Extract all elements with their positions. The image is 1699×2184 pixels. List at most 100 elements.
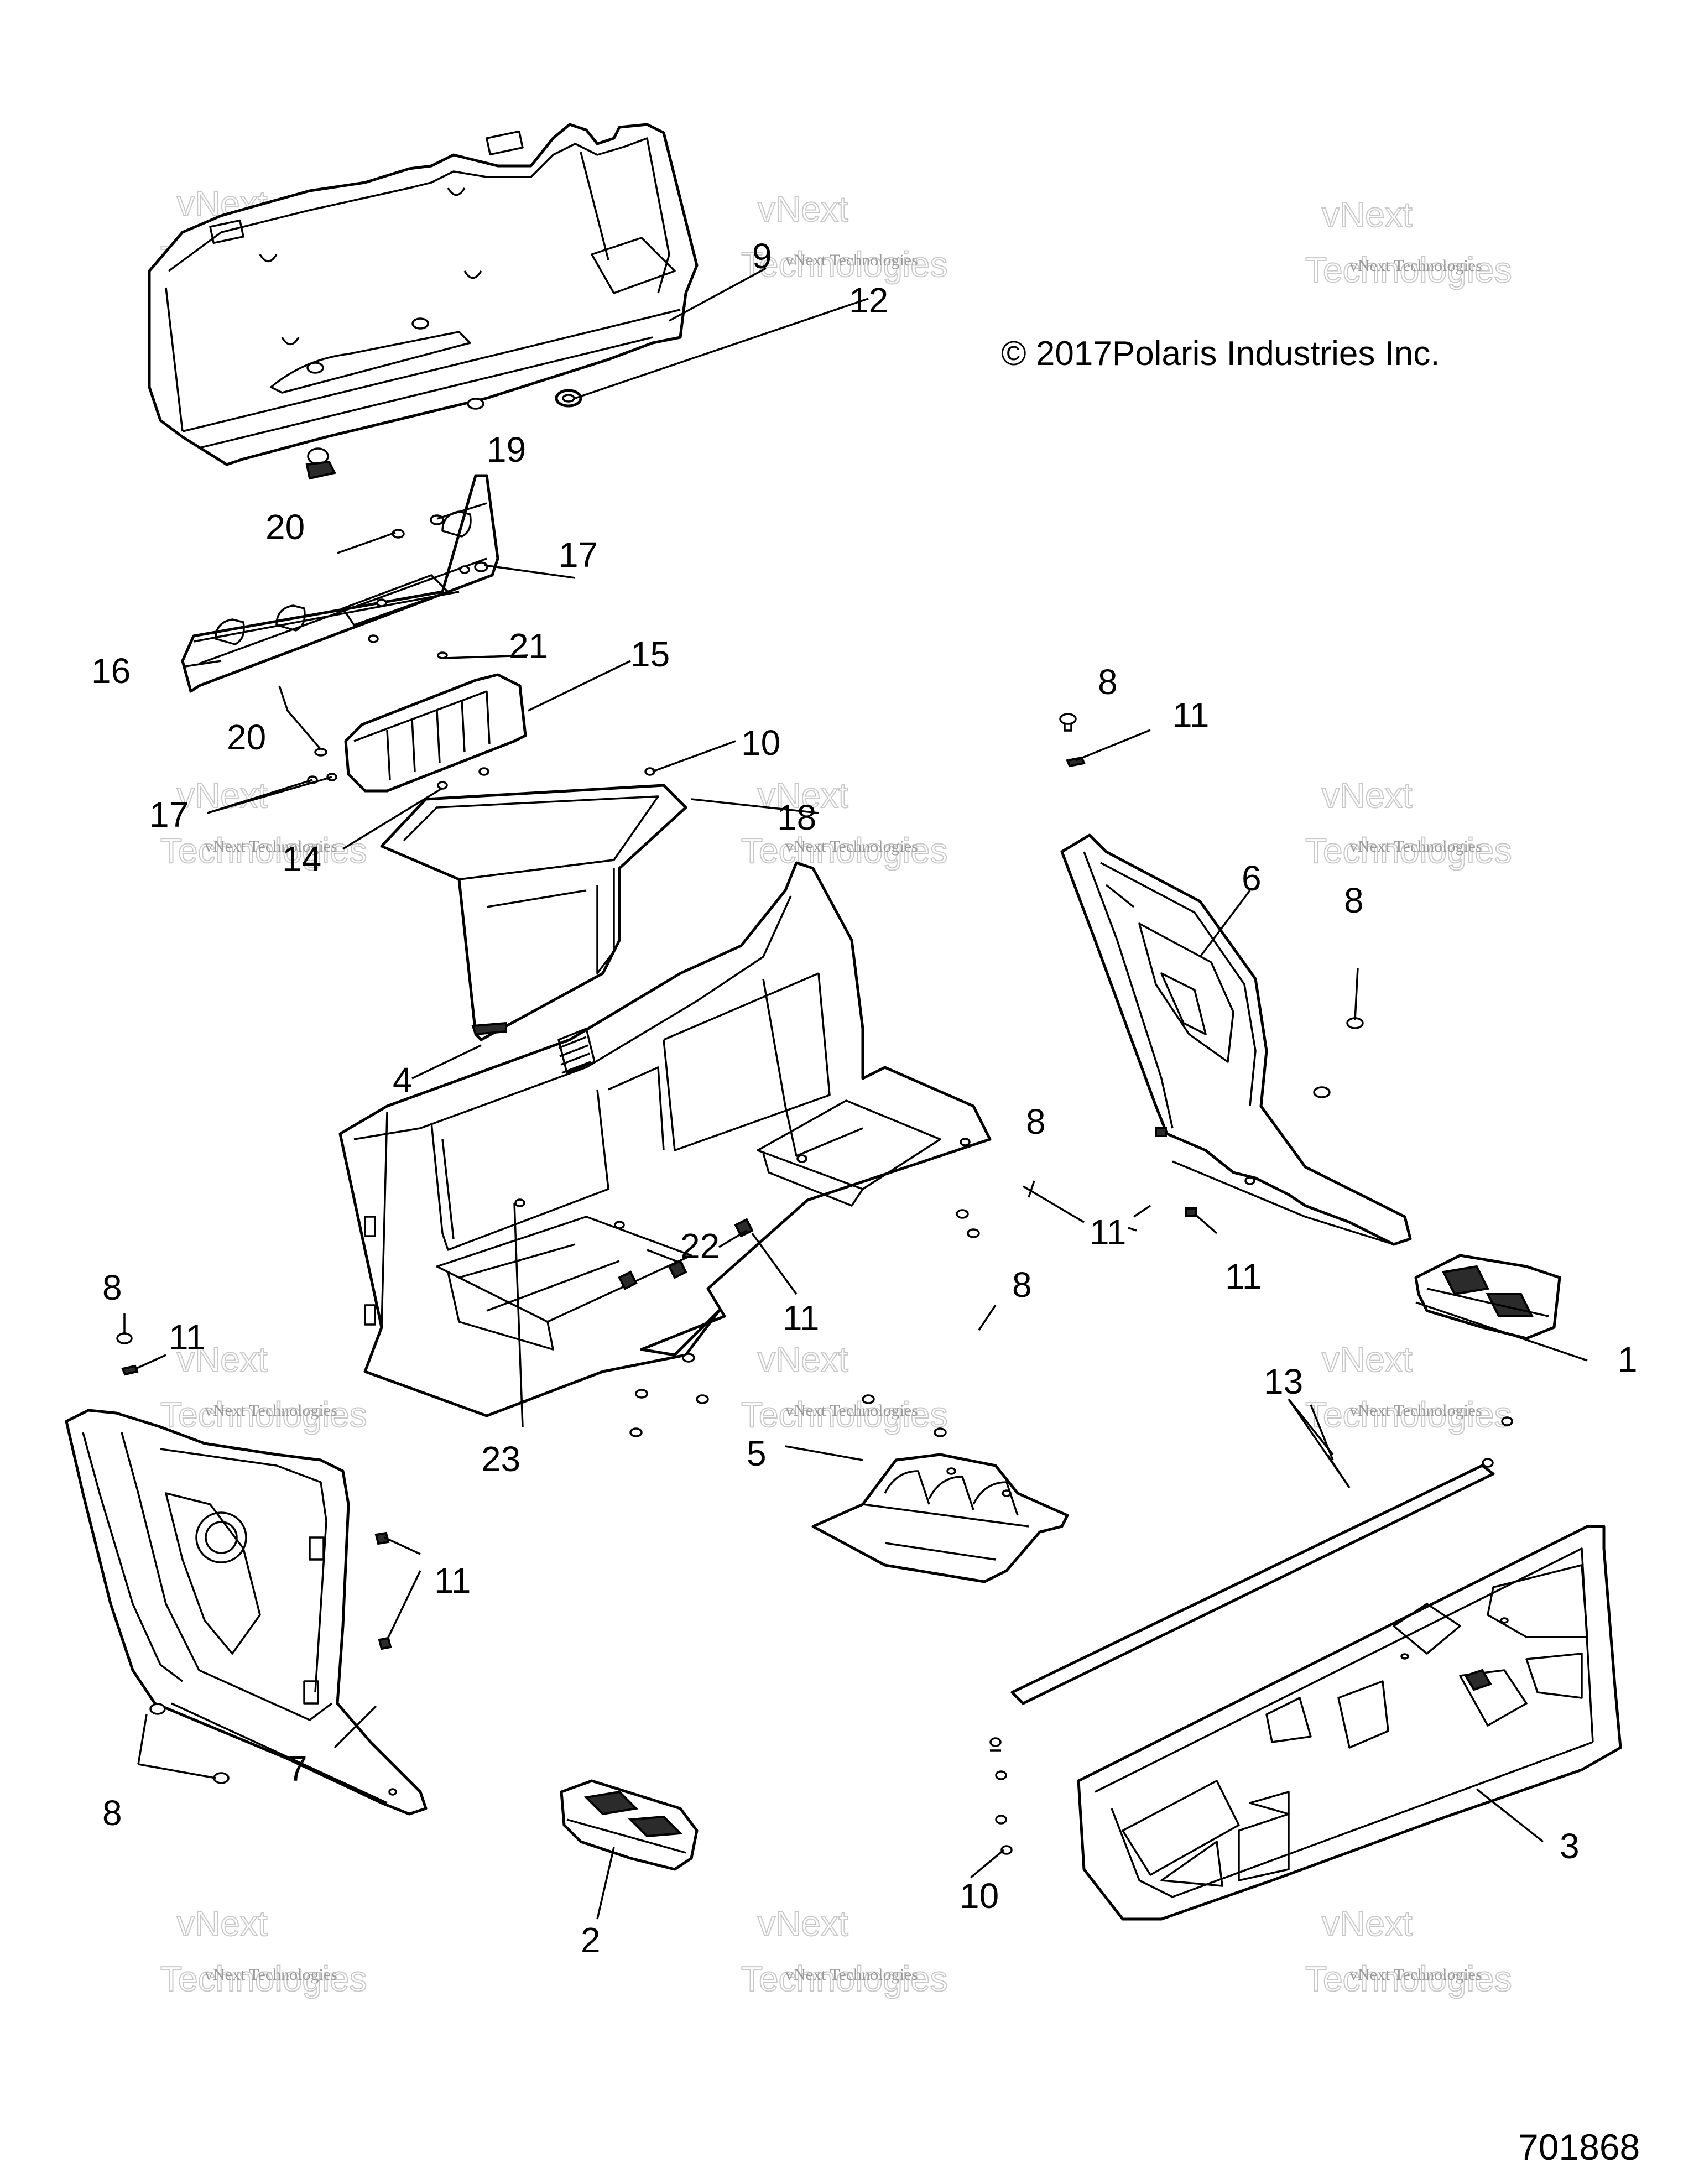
callout-8-c: 8 — [1026, 1102, 1046, 1141]
callout-15: 15 — [630, 634, 670, 674]
watermark-small: vNext Technologies — [1349, 1401, 1482, 1420]
watermark-large: Technologies — [1305, 831, 1512, 871]
watermark-small: vNext Technologies — [205, 1966, 337, 1984]
callout-10-a: 10 — [741, 723, 780, 763]
callout-8-a: 8 — [1098, 662, 1118, 702]
watermark: vNext Technologies vNext Technologies — [741, 1339, 948, 1435]
callout-19: 19 — [487, 430, 526, 470]
watermark: vNext Technologies vNext Technologies — [160, 1903, 368, 1999]
part-5-center-plate — [811, 1394, 1069, 1583]
watermark-large: Technologies — [1305, 250, 1512, 290]
watermark-large: Technologies — [741, 1395, 948, 1435]
part-16-storage-bracket — [181, 474, 499, 693]
callout-8-b: 8 — [1344, 880, 1364, 920]
part-7-fasteners — [116, 1332, 392, 1784]
watermark-large: Technologies — [160, 1395, 367, 1435]
watermark-large: Technologies — [160, 1959, 367, 1999]
callout-4: 4 — [393, 1060, 413, 1100]
watermark-large: Technologies — [741, 244, 948, 284]
part-15-cover — [307, 651, 527, 793]
watermark-vnext: vNext — [1322, 1904, 1413, 1943]
callout-13: 13 — [1264, 1362, 1303, 1401]
callout-11-a: 11 — [1172, 695, 1209, 735]
callout-17-b: 17 — [149, 795, 189, 835]
callout-23: 23 — [481, 1439, 520, 1479]
watermark: vNext Technologies vNext Technologies — [160, 1339, 368, 1435]
watermark-vnext: vNext — [177, 1904, 268, 1943]
watermark-vnext: vNext — [758, 189, 848, 229]
callout-16: 16 — [91, 651, 131, 691]
watermark-small: vNext Technologies — [1349, 837, 1482, 856]
part-2-footrest-left — [560, 1779, 699, 1871]
watermark-large: Technologies — [1305, 1395, 1512, 1435]
part-4-fasteners — [629, 1209, 980, 1437]
figure-number: 701868 — [1518, 2126, 1640, 2167]
leader-lines — [123, 267, 1588, 1920]
part-3-front-panel — [1077, 1525, 1622, 1921]
watermark-small: vNext Technologies — [1349, 1966, 1482, 1984]
part-1-footrest-right — [1414, 1254, 1561, 1340]
callout-11-f: 11 — [434, 1561, 471, 1601]
watermark-vnext: vNext — [758, 1339, 848, 1379]
part-6-right-side-panel — [1060, 833, 1412, 1246]
callout-18: 18 — [777, 798, 816, 837]
watermark-small: vNext Technologies — [785, 837, 918, 856]
watermark: vNext Technologies vNext Technologies — [160, 775, 368, 871]
callout-20-a: 20 — [265, 507, 305, 547]
callout-9: 9 — [752, 236, 772, 276]
callout-2: 2 — [581, 1920, 601, 1960]
watermark-small: vNext Technologies — [785, 251, 918, 269]
callout-labels: 1 2 3 4 5 6 7 8 8 8 8 8 8 9 10 10 11 11 … — [91, 236, 1638, 1960]
callout-11-c: 11 — [1225, 1257, 1262, 1296]
callout-21: 21 — [509, 626, 548, 666]
callout-5: 5 — [747, 1434, 767, 1473]
callout-8-d: 8 — [1012, 1265, 1032, 1305]
part-6-fasteners — [1059, 713, 1364, 1217]
callout-11-b: 11 — [1090, 1212, 1126, 1252]
watermark-large: Technologies — [741, 1959, 948, 1999]
watermark-large: Technologies — [1305, 1959, 1512, 1999]
watermark: vNext Technologies vNext Technologies — [1305, 775, 1513, 871]
watermark-small: vNext Technologies — [785, 1966, 918, 1984]
copyright-notice: © 2017Polaris Industries Inc. — [1001, 335, 1440, 373]
watermark-small: vNext Technologies — [1349, 257, 1482, 275]
watermark-large: Technologies — [160, 831, 367, 871]
callout-8-f: 8 — [102, 1793, 122, 1833]
callout-14: 14 — [282, 839, 321, 879]
callout-12: 12 — [849, 280, 888, 320]
part-4-rear-bulkhead — [338, 861, 992, 1417]
callout-7: 7 — [288, 1749, 308, 1789]
watermark-small: vNext Technologies — [205, 1401, 337, 1420]
watermark: vNext Technologies vNext Technologies — [1305, 1903, 1513, 1999]
callout-22: 22 — [680, 1226, 720, 1266]
callout-3: 3 — [1560, 1826, 1580, 1866]
callout-17-a: 17 — [559, 535, 598, 575]
callout-20-b: 20 — [227, 717, 266, 757]
callout-8-e: 8 — [102, 1268, 122, 1307]
watermark-vnext: vNext — [1322, 1339, 1413, 1379]
watermark-large: Technologies — [741, 831, 948, 871]
watermark: vNext Technologies vNext Technologies — [741, 775, 948, 871]
watermark-vnext: vNext — [1322, 195, 1413, 234]
watermark-vnext: vNext — [758, 1904, 848, 1943]
part-9-rear-panel — [148, 123, 699, 480]
part-18-storage-bin — [380, 767, 687, 1041]
watermark-vnext: vNext — [1322, 775, 1413, 815]
watermark: vNext Technologies vNext Technologies — [741, 1903, 948, 1999]
callout-11-e: 11 — [169, 1317, 205, 1357]
callout-1: 1 — [1618, 1339, 1638, 1379]
part-12-grommet — [555, 389, 582, 408]
part-3-fasteners — [989, 1416, 1513, 1855]
watermark: vNext Technologies vNext Technologies — [1305, 194, 1513, 290]
watermark: vNext Technologies vNext Technologies — [741, 189, 948, 285]
watermark-small: vNext Technologies — [785, 1401, 918, 1420]
callout-6: 6 — [1242, 858, 1262, 898]
callout-10-b: 10 — [960, 1876, 999, 1916]
part-7-left-side-panel — [65, 1409, 428, 1816]
callout-11-d: 11 — [783, 1298, 819, 1338]
watermark: vNext Technologies vNext Technologies — [1305, 1339, 1513, 1435]
part-13-seal-strip — [1010, 1464, 1495, 1705]
watermark-vnext: vNext — [177, 1339, 268, 1379]
watermark-small: vNext Technologies — [205, 837, 337, 856]
